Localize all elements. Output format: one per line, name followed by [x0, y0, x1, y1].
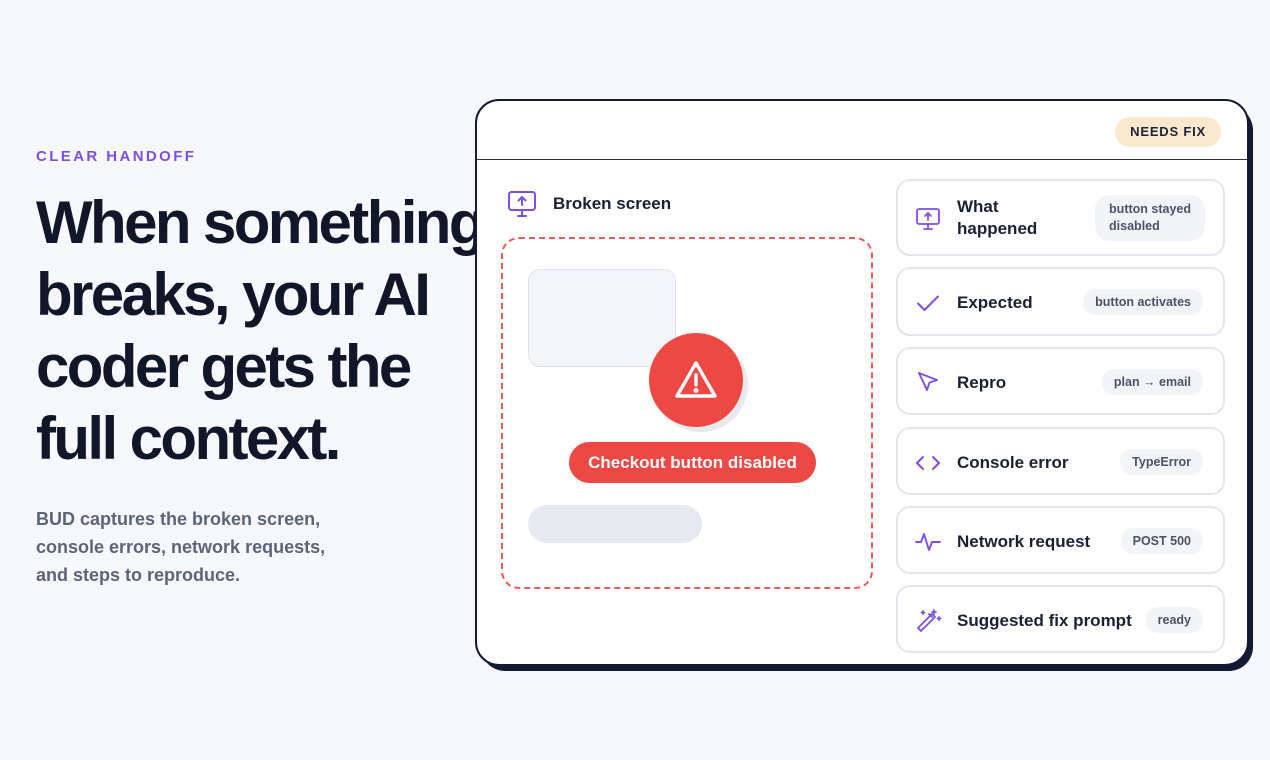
magic-wand-icon: [917, 609, 942, 632]
description: BUD captures the broken screen, console …: [36, 505, 466, 589]
context-item-label: Console error: [957, 453, 1069, 472]
status-badge: NEEDS FIX: [1115, 117, 1221, 147]
broken-screen-preview: Checkout button disabled: [501, 237, 873, 589]
cursor-pointer-icon: [918, 372, 938, 391]
context-item-value: ready: [1145, 607, 1203, 633]
context-item-label: Repro: [957, 373, 1007, 392]
alert-badge: [649, 333, 743, 427]
context-item-value: plan → email: [1101, 369, 1203, 395]
context-item-label: Suggested fix prompt: [957, 611, 1132, 630]
headline-line: When something: [36, 189, 486, 256]
context-item-label: Expected: [957, 293, 1033, 312]
context-item-value: TypeError: [1120, 449, 1203, 475]
description-line: and steps to reproduce.: [36, 565, 241, 585]
context-item-label: Network request: [957, 532, 1091, 551]
headline-line: full context.: [36, 405, 341, 472]
context-item-label: What happened: [957, 197, 1038, 238]
bug-report-card: NEEDS FIX Broken screen Checkout button …: [475, 99, 1249, 666]
context-item-what-happened[interactable]: What happened button stayed disabled: [896, 179, 1225, 256]
check-icon: [917, 295, 939, 311]
code-brackets-icon: [916, 456, 940, 470]
context-item-repro[interactable]: Repro plan → email: [896, 347, 1225, 415]
headline: When something breaks, your AI coder get…: [36, 187, 486, 475]
context-item-value: POST 500: [1120, 528, 1203, 554]
context-item-expected[interactable]: Expected button activates: [896, 267, 1225, 336]
placeholder-bar: [528, 505, 702, 543]
error-pill: Checkout button disabled: [569, 442, 816, 483]
hero-section: CLEAR HANDOFF When something breaks, you…: [36, 140, 486, 589]
context-item-console-error[interactable]: Console error TypeError: [896, 427, 1225, 495]
warning-triangle-icon: [675, 361, 717, 398]
description-line: console errors, network requests,: [36, 537, 326, 557]
activity-pulse-icon: [915, 533, 941, 551]
screen-title-label: Broken screen: [553, 194, 672, 213]
context-item-suggested-fix[interactable]: Suggested fix prompt ready: [896, 585, 1225, 653]
headline-line: coder gets the: [36, 333, 412, 400]
context-item-value: button activates: [1083, 289, 1203, 315]
monitor-upload-icon: [508, 191, 536, 217]
monitor-upload-icon: [916, 208, 940, 230]
eyebrow-label: CLEAR HANDOFF: [36, 148, 197, 165]
placeholder-box: [528, 269, 676, 367]
context-item-value: button stayed disabled: [1095, 195, 1205, 241]
headline-line: breaks, your AI: [36, 261, 431, 328]
context-item-network-request[interactable]: Network request POST 500: [896, 506, 1225, 574]
screen-title: Broken screen: [505, 187, 671, 221]
description-line: BUD captures the broken screen,: [36, 509, 321, 529]
card-header: NEEDS FIX: [477, 101, 1247, 160]
